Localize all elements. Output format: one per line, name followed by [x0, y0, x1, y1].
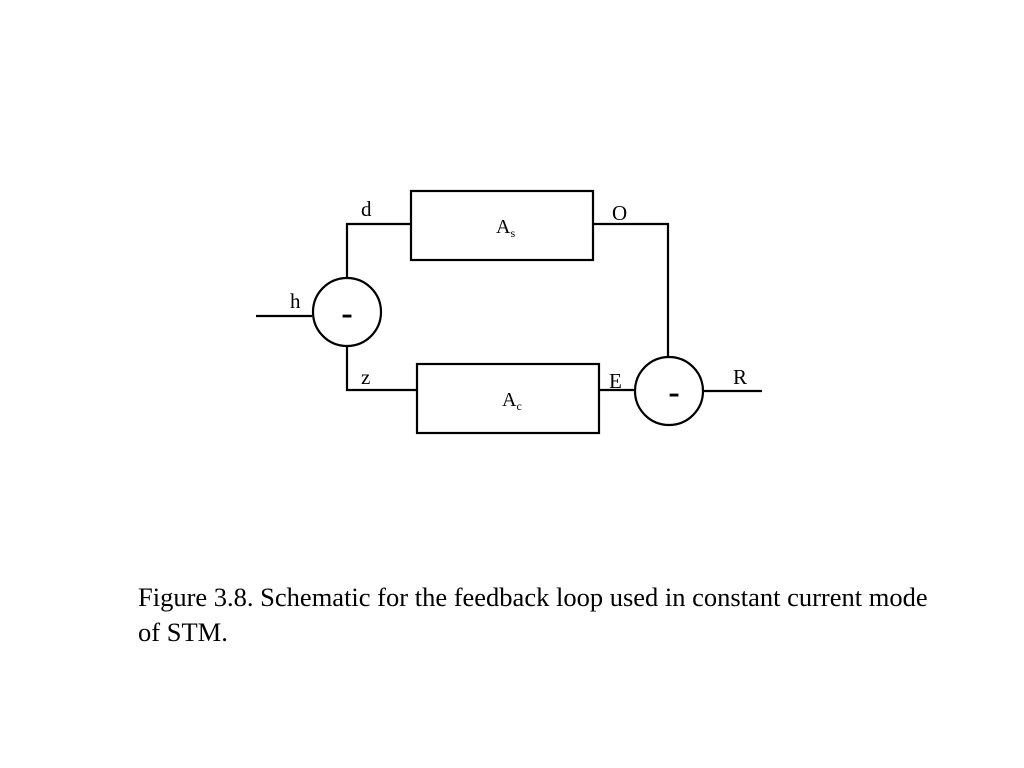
right-sum-minus-sign: -	[668, 374, 679, 411]
wire-d-to-as	[345, 222, 411, 278]
block-ac-label: Ac	[502, 389, 522, 413]
wire-o-to-right-sum	[593, 222, 670, 358]
block-as-label-subscript: s	[510, 226, 515, 240]
block-as	[409, 189, 595, 262]
signal-h-label: h	[290, 289, 301, 313]
block-ac	[415, 362, 601, 435]
right-summing-junction	[633, 355, 705, 427]
left-sum-minus-sign: -	[341, 295, 352, 332]
block-as-label-main: A	[496, 216, 511, 238]
signal-d-label: d	[361, 197, 372, 221]
block-as-label: As	[496, 216, 515, 240]
block-ac-label-subscript: c	[516, 399, 521, 413]
figure-caption: Figure 3.8. Schematic for the feedback l…	[138, 582, 928, 647]
wire-z-to-ac	[345, 346, 417, 392]
signal-r-label: R	[733, 365, 747, 389]
signal-e-label: E	[609, 369, 622, 393]
block-ac-label-main: A	[502, 389, 517, 411]
signal-z-label: z	[361, 365, 370, 389]
left-summing-junction	[311, 276, 383, 348]
signal-o-label: O	[612, 201, 627, 225]
